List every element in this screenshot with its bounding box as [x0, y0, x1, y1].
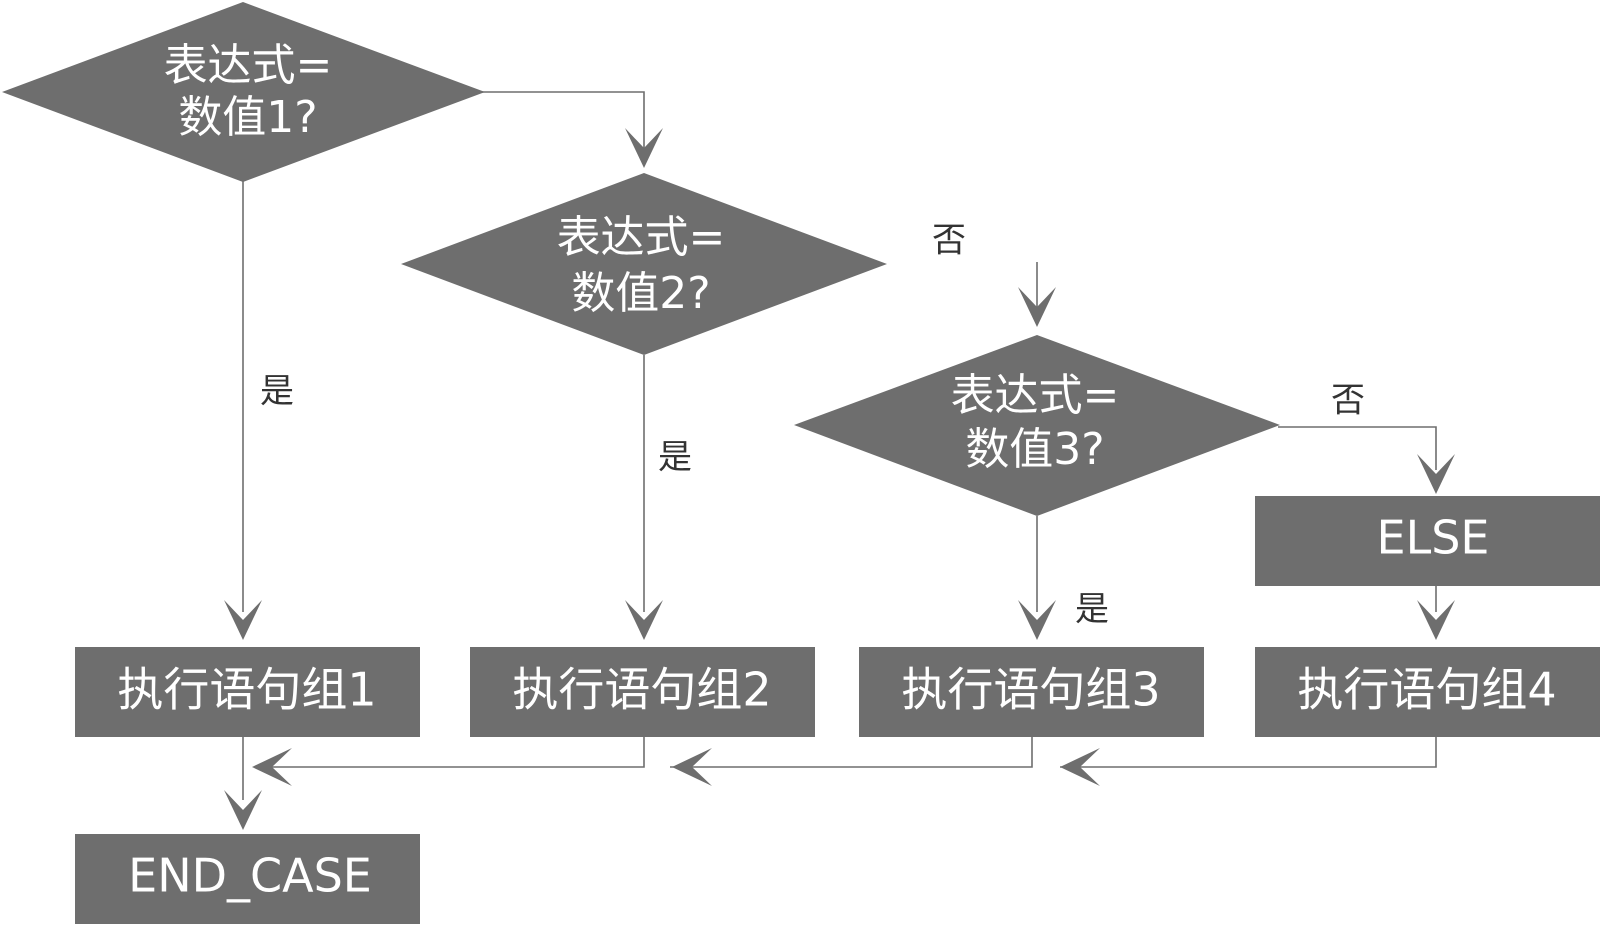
edge-d1-no [478, 91, 645, 148]
box-else-label: ELSE [1377, 511, 1490, 565]
box-exec3-label: 执行语句组3 [901, 663, 1160, 717]
label-yes-2: 是 [658, 438, 692, 478]
arrowhead-d1-no [625, 128, 663, 168]
arrowhead-exec3 [1018, 600, 1056, 640]
edge-exec2-return [262, 737, 645, 768]
edge-d3-no [1278, 426, 1437, 470]
edge-exec4-return [1060, 737, 1437, 768]
decision-3: 表达式= 数值3? [794, 335, 1280, 516]
box-end-case-rect [75, 834, 420, 924]
box-exec3-rect [859, 647, 1204, 737]
box-exec4: 执行语句组4 [1255, 647, 1600, 737]
decision-2: 表达式= 数值2? [401, 173, 887, 355]
decision-2-line1: 表达式= [557, 212, 726, 263]
connectors [242, 91, 1437, 800]
decision-1-line1: 表达式= [164, 40, 333, 91]
label-no-3: 否 [1331, 381, 1365, 421]
arrowhead-return-2 [672, 748, 712, 786]
box-else-rect [1255, 496, 1600, 586]
box-exec1-label: 执行语句组1 [117, 663, 376, 717]
arrowhead-d3-no [1417, 454, 1455, 494]
decision-3-diamond [794, 335, 1280, 516]
box-exec4-label: 执行语句组4 [1297, 663, 1556, 717]
label-no-2: 否 [932, 221, 966, 261]
decision-1-diamond [2, 2, 485, 182]
decision-1-line2: 数值1? [178, 92, 317, 143]
label-yes-1: 是 [260, 372, 294, 412]
arrowhead-exec4 [1417, 600, 1455, 640]
box-exec4-rect [1255, 647, 1600, 737]
arrowhead-return-1 [252, 748, 292, 786]
decision-2-diamond [401, 173, 887, 355]
label-yes-3: 是 [1075, 590, 1109, 630]
box-exec2-rect [470, 647, 815, 737]
box-exec3: 执行语句组3 [859, 647, 1204, 737]
arrowhead-end [224, 790, 262, 830]
arrowhead-d2-no [1018, 287, 1056, 327]
branch-labels: 是 是 是 否 否 [260, 221, 1365, 630]
decision-2-line2: 数值2? [571, 268, 710, 319]
arrowheads [224, 128, 1455, 830]
box-exec1-rect [75, 647, 420, 737]
decision-1: 表达式= 数值1? [2, 2, 485, 182]
decision-3-line1: 表达式= [951, 370, 1120, 421]
arrowhead-exec2 [625, 600, 663, 640]
box-end-case: END_CASE [75, 834, 420, 924]
arrowhead-exec1 [224, 600, 262, 640]
arrowhead-return-3 [1060, 748, 1100, 786]
box-exec1: 执行语句组1 [75, 647, 420, 737]
edge-exec3-return [670, 737, 1033, 768]
box-else: ELSE [1255, 496, 1600, 586]
box-exec2-label: 执行语句组2 [512, 663, 771, 717]
box-exec2: 执行语句组2 [470, 647, 815, 737]
decision-3-line2: 数值3? [965, 424, 1104, 475]
box-end-case-label: END_CASE [128, 849, 372, 903]
